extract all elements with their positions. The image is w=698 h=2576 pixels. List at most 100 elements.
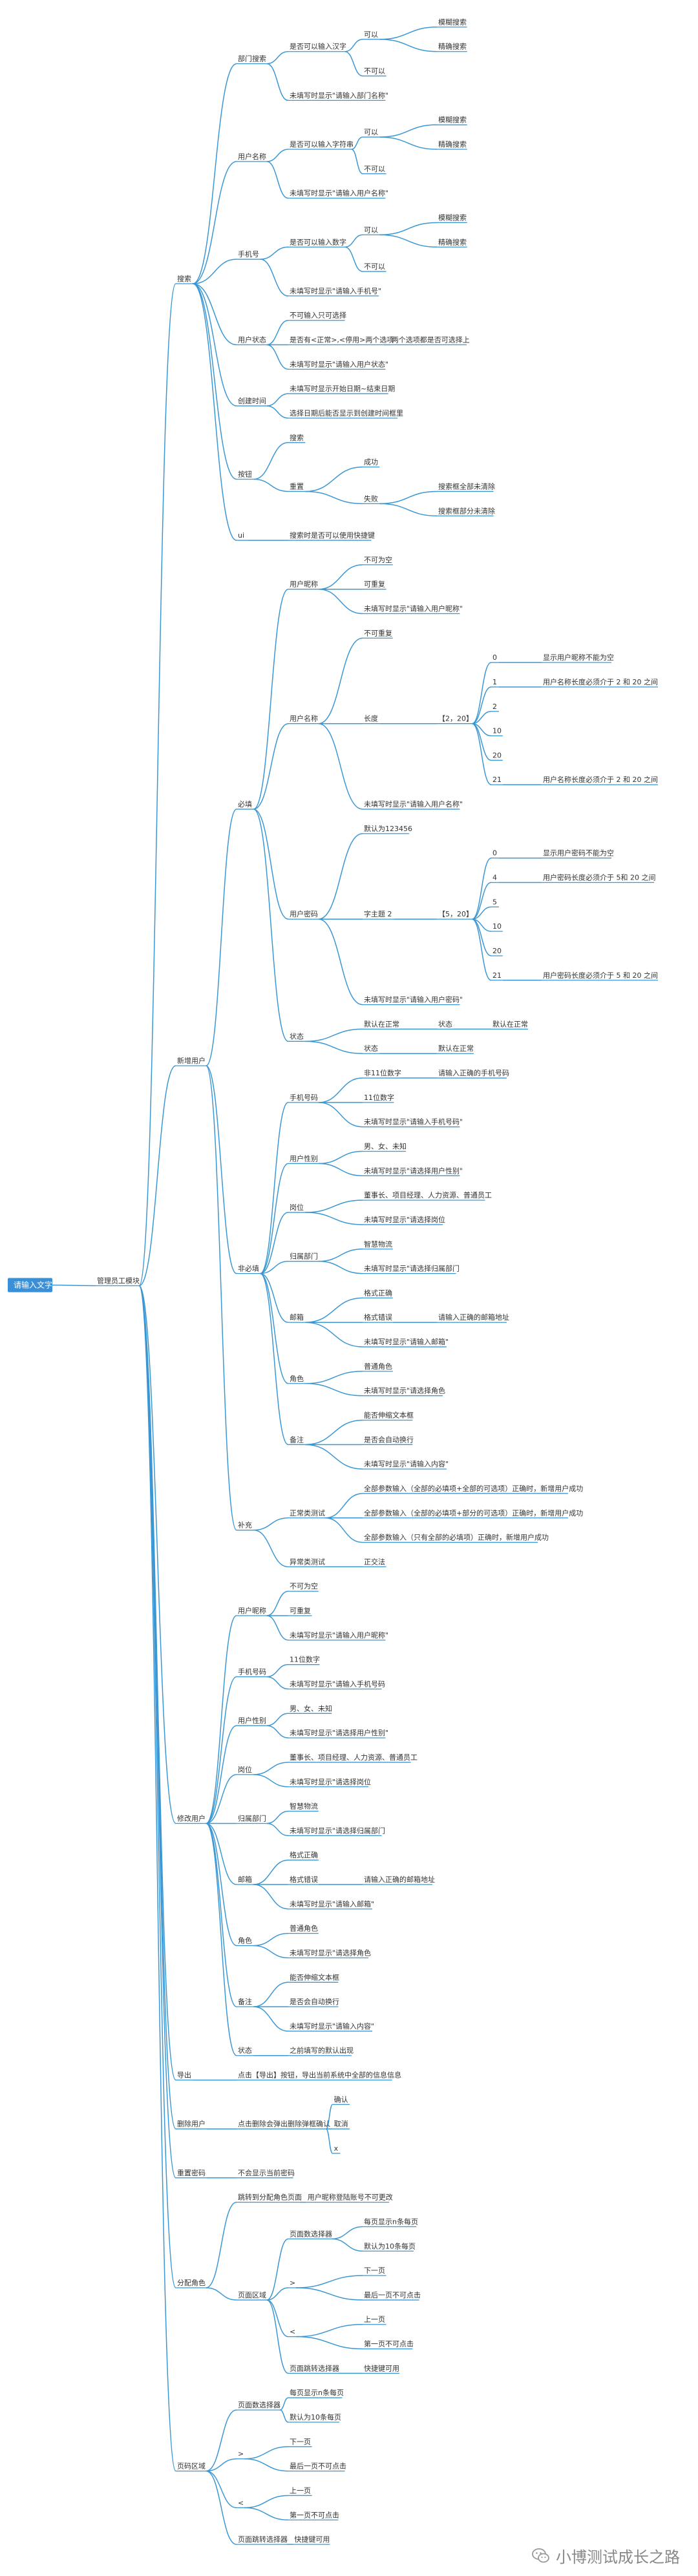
node-0-1-0-2-1-0-1-0: 用户密码长度必须介于 5和 20 之间 [542, 873, 655, 883]
node-0-1-1-6-0: 能否伸缩文本框 [363, 1410, 414, 1421]
node-label: 归属部门 [290, 1252, 318, 1261]
node-label: 用户名称 [238, 152, 266, 161]
connector [253, 1981, 289, 2007]
node-0-0-2: 手机号 [237, 249, 260, 260]
node-label: 是否可以输入数字 [290, 237, 346, 246]
node-label: 重置 [290, 481, 304, 491]
node-label: 可重复 [364, 580, 385, 589]
node-label: 可以 [364, 128, 378, 136]
connector [260, 1272, 289, 1384]
node-0-1: 新增用户 [176, 1056, 206, 1066]
node-0-6-1-1: > [288, 2279, 296, 2288]
connector [260, 246, 289, 260]
node-0-2: 修改用户 [176, 1813, 206, 1824]
node-0-1-2-1: 异常类测试 [288, 1557, 325, 1568]
connector [305, 1383, 363, 1397]
connector [318, 1249, 363, 1262]
connector [351, 136, 363, 150]
connector [193, 161, 237, 284]
node-0-1-1-6-1: 是否会自动换行 [363, 1435, 414, 1445]
connector [206, 1822, 237, 1947]
node-label: 未填写时显示"请输入用户状态" [290, 359, 388, 368]
node-label: 11位数字 [290, 1655, 320, 1664]
node-0-1-0-3-0-0: 状态 [437, 1019, 454, 1030]
connector [260, 259, 289, 297]
node-label: 失败 [364, 494, 378, 503]
node-0-0-4: 创建时间 [237, 396, 267, 406]
node-0-0-5-1: 重置 [288, 481, 306, 492]
connector [244, 2458, 289, 2472]
node-label: 搜索时是否可以使用快捷键 [290, 531, 375, 540]
node-0-2-7-0: 能否伸缩文本框 [288, 1972, 339, 1983]
node-label: 默认为10条每页 [364, 2241, 416, 2250]
node-0-2-6: 角色 [237, 1936, 254, 1947]
connector [344, 50, 363, 77]
node-0-0-0-0-1: 不可以 [363, 67, 386, 77]
node-0-0-2-0: 是否可以输入数字 [288, 237, 346, 248]
node-label: 未填写时显示"请选择用户性别" [364, 1166, 463, 1175]
node-0-1-1-0-0-0: 请输入正确的手机号码 [437, 1068, 509, 1079]
node-0-0-2-1: 未填写时显示"请输入手机号" [288, 286, 381, 297]
node-label: 未填写时显示"请选择岗位 [364, 1215, 445, 1224]
node-label: 备注 [238, 1997, 252, 2006]
node-0-1-0-2-1-0-5-0: 用户密码长度必须介于 5 和 20 之间 [542, 971, 659, 981]
node-label: 全部参数输入（只有全部的必填项）正确时，新增用户成功 [364, 1533, 549, 1542]
connector [318, 723, 363, 810]
connector [52, 1284, 96, 1287]
connector [318, 564, 363, 590]
node-0-0-3-1-0: 两个选项都是否可选择上 [390, 335, 470, 346]
node-0-4-0-2: x [332, 2144, 341, 2154]
node-label: < [290, 2328, 295, 2336]
node-0-1-1-0: 手机号码 [288, 1093, 319, 1103]
node-label: 快捷键可用 [294, 2535, 330, 2544]
node-label: 未填写时显示"请输入内容" [290, 2022, 374, 2031]
node-label: 第一页不可点击 [364, 2339, 414, 2349]
node-0-6-1-2-0: 上一页 [363, 2316, 386, 2325]
connector [472, 882, 492, 920]
connector [193, 283, 237, 541]
node-0-2-0-2: 未填写时显示"请输入用户昵称" [288, 1631, 388, 1641]
node-0-1-0-2-1-0-5: 21 [491, 971, 503, 981]
node-0-0-1: 用户名称 [237, 152, 267, 162]
node-label: 状态 [290, 1031, 304, 1040]
connector [295, 2323, 363, 2338]
connector [206, 1725, 237, 1824]
connector [253, 588, 289, 810]
node-label: 全部参数输入（全部的必填项+全部的可选项）正确时，新增用户成功 [364, 1484, 583, 1493]
node-0-2-1-1: 未填写时显示"请输入手机号码 [288, 1679, 385, 1690]
node-0: 管理员工模块 [96, 1276, 140, 1287]
connector [266, 1725, 289, 1738]
node-label: 10 [492, 922, 502, 931]
node-0-7-1-0: 下一页 [288, 2438, 312, 2447]
node-label: 可以 [364, 30, 378, 39]
node-label: 搜索 [177, 274, 191, 283]
connector [253, 1859, 289, 1885]
node-label: 未填写时显示开始日期~结束日期 [290, 384, 395, 393]
node-label: 智慧物流 [364, 1240, 392, 1249]
node-label: 能否伸缩文本框 [290, 1972, 339, 1981]
node-label: 未填写时显示"请选择岗位 [290, 1777, 371, 1786]
connector [260, 1102, 289, 1274]
node-label: 普通角色 [290, 1924, 318, 1933]
node-label: 普通角色 [364, 1362, 392, 1371]
node-0-1-0-1-1-0-2: 2 [491, 702, 499, 712]
node-label: 未填写时显示"请输入用户昵称" [364, 604, 463, 613]
node-label: 正常类测试 [290, 1508, 325, 1517]
node-label: 可重复 [290, 1606, 311, 1615]
node-label: 搜索 [290, 433, 304, 442]
node-0-1-1-2-0: 董事长、项目经理、人力资源、普通员工 [363, 1190, 492, 1201]
node-0-1-0-2-1-0-0: 0 [491, 849, 499, 859]
node-label: 字主题 2 [364, 909, 392, 918]
node-0-0-4-0: 未填写时显示开始日期~结束日期 [288, 384, 395, 394]
connector [253, 723, 289, 810]
node-label: 10 [492, 727, 502, 735]
connector [206, 2409, 237, 2472]
node-label: 手机号码 [238, 1667, 266, 1676]
node-label: 修改用户 [177, 1813, 206, 1822]
node-label: 页面数选择器 [238, 2400, 280, 2409]
node-0-2-8: 状态 [237, 2046, 254, 2056]
node-label: 用户名称 [290, 714, 318, 723]
node-label: 下一页 [364, 2266, 385, 2275]
node-label: 请输入正确的手机号码 [438, 1068, 509, 1077]
node-label: 不可重复 [364, 628, 392, 637]
